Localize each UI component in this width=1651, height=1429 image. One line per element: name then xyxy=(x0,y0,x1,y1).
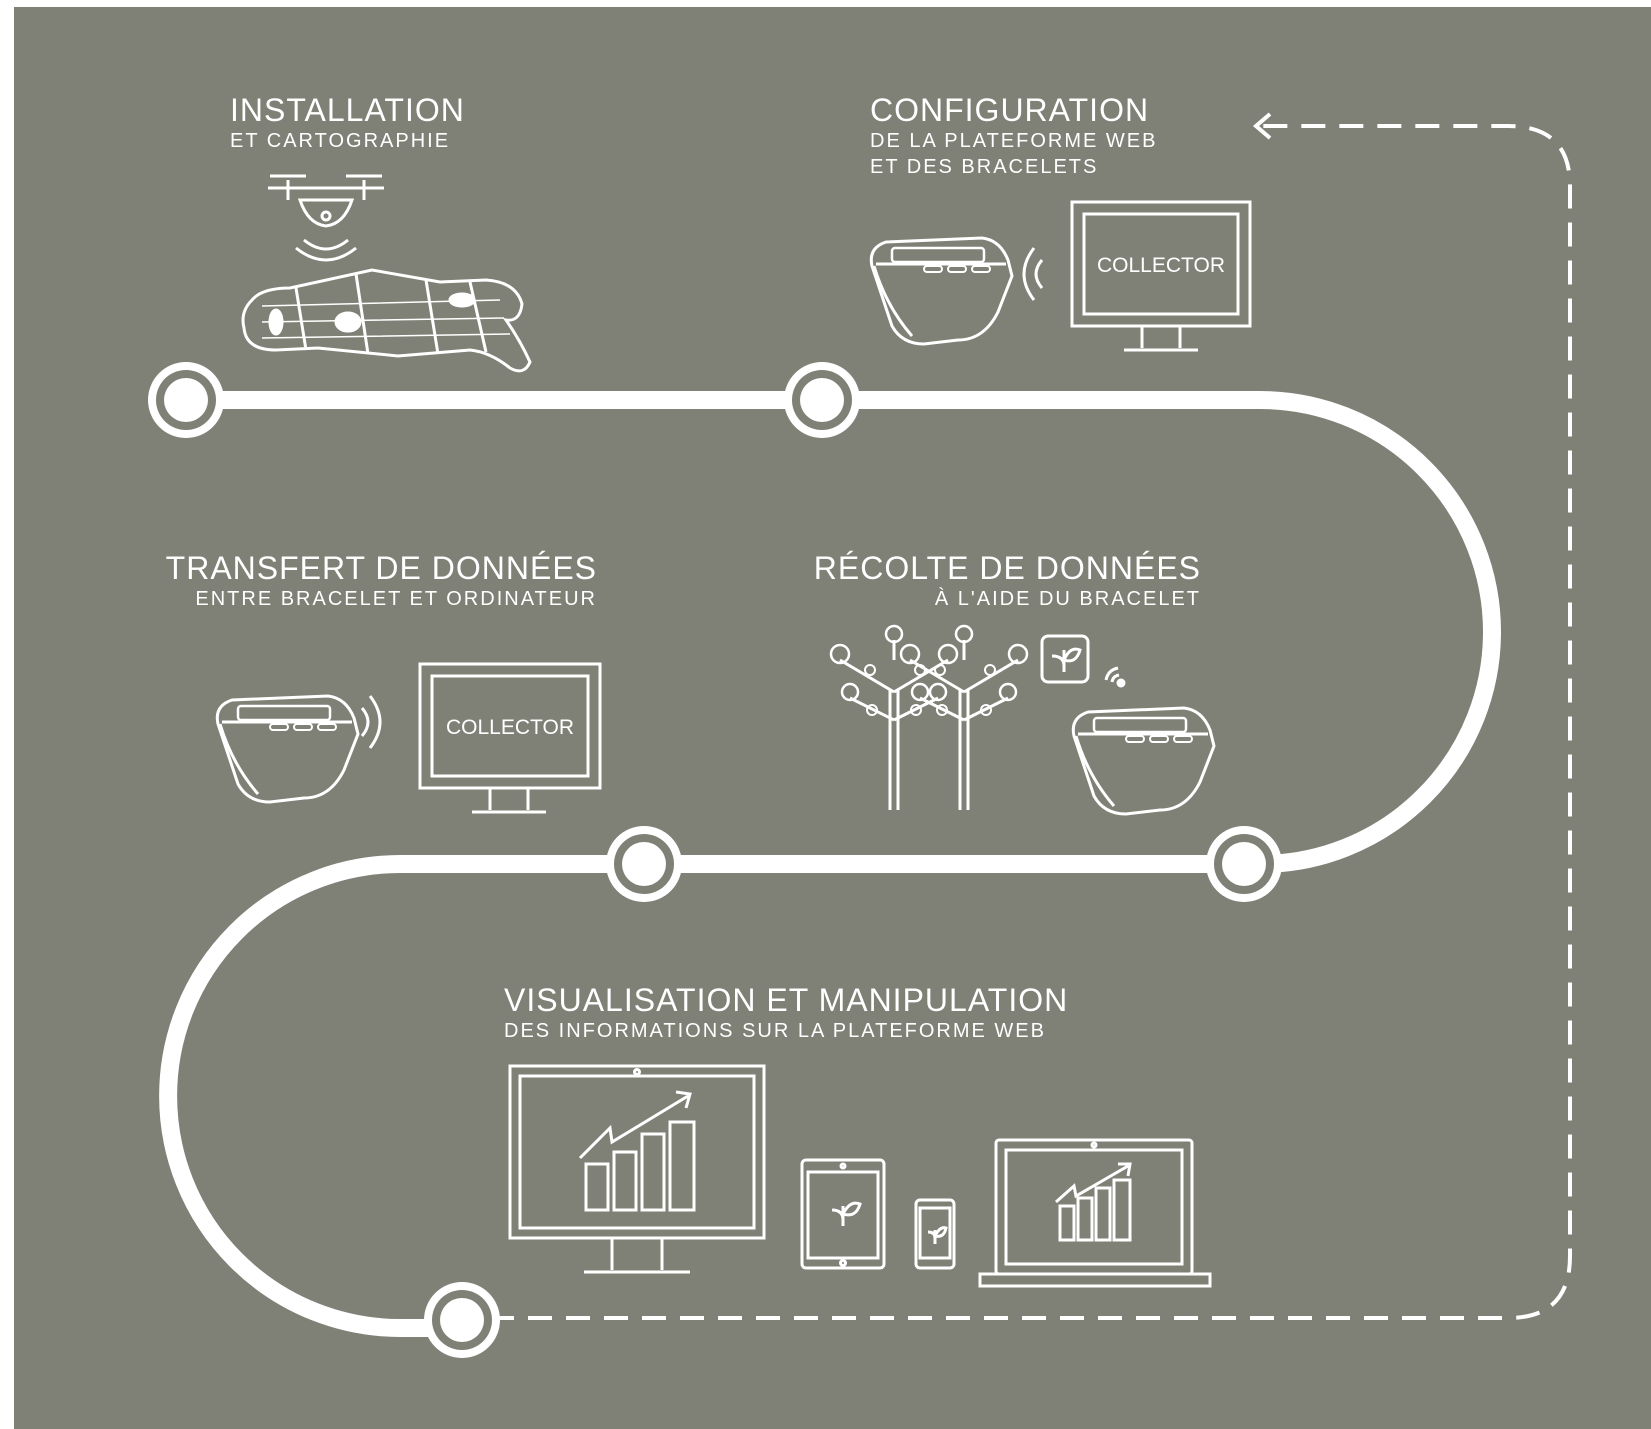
step-subtitle: DE LA PLATEFORME WEB xyxy=(870,130,1158,152)
grapevine-icon xyxy=(899,624,1029,812)
signal-waves-icon xyxy=(1022,247,1044,301)
step-transfert: TRANSFERT DE DONNÉES ENTRE BRACELET ET O… xyxy=(166,550,597,612)
smartphone-icon xyxy=(914,1198,956,1270)
bracelet-icon xyxy=(1071,706,1216,816)
step-subtitle: ENTRE BRACELET ET ORDINATEUR xyxy=(195,588,597,610)
collector-label: COLLECTOR xyxy=(446,716,574,739)
laptop-chart-icon xyxy=(978,1138,1212,1288)
collector-label: COLLECTOR xyxy=(1097,254,1225,277)
step-recolte: RÉCOLTE DE DONNÉES À L'AIDE DU BRACELET xyxy=(814,550,1201,612)
step-title: CONFIGURATION xyxy=(870,92,1150,128)
process-route-line xyxy=(159,391,1501,1337)
step-title: INSTALLATION xyxy=(230,92,465,128)
step-subtitle: DES INFORMATIONS SUR LA PLATEFORME WEB xyxy=(504,1020,1046,1042)
drone-icon xyxy=(268,174,384,262)
collector-monitor-icon xyxy=(418,662,602,814)
step-subtitle: ET CARTOGRAPHIE xyxy=(230,130,451,152)
desktop-chart-icon xyxy=(508,1064,766,1274)
signal-waves-icon xyxy=(360,695,382,749)
diagram-background xyxy=(14,7,1651,1429)
step-installation: INSTALLATION ET CARTOGRAPHIE xyxy=(230,92,465,154)
node-installation xyxy=(148,362,224,438)
step-configuration: CONFIGURATION DE LA PLATEFORME WEB ET DE… xyxy=(870,92,1157,180)
tablet-icon xyxy=(800,1158,886,1270)
leaf-app-icon xyxy=(1040,634,1090,684)
collector-monitor-icon xyxy=(1070,200,1252,352)
step-title: VISUALISATION ET MANIPULATION xyxy=(504,982,1069,1018)
node-visualisation xyxy=(424,1282,500,1358)
step-subtitle: À L'AIDE DU BRACELET xyxy=(934,588,1201,610)
node-transfert xyxy=(606,826,682,902)
step-subtitle: ET DES BRACELETS xyxy=(870,156,1099,178)
grapevine-icon xyxy=(829,624,959,812)
return-loop-dashed xyxy=(490,124,1572,1320)
wifi-signal-icon xyxy=(1104,666,1126,688)
bracelet-icon xyxy=(215,694,360,804)
bracelet-icon xyxy=(869,236,1014,346)
step-visualisation: VISUALISATION ET MANIPULATION DES INFORM… xyxy=(504,982,1068,1044)
node-configuration xyxy=(784,362,860,438)
vineyard-map-icon xyxy=(241,268,532,373)
return-arrow-icon xyxy=(1252,112,1272,140)
step-title: TRANSFERT DE DONNÉES xyxy=(165,550,597,586)
step-title: RÉCOLTE DE DONNÉES xyxy=(813,550,1201,586)
node-recolte xyxy=(1206,826,1282,902)
